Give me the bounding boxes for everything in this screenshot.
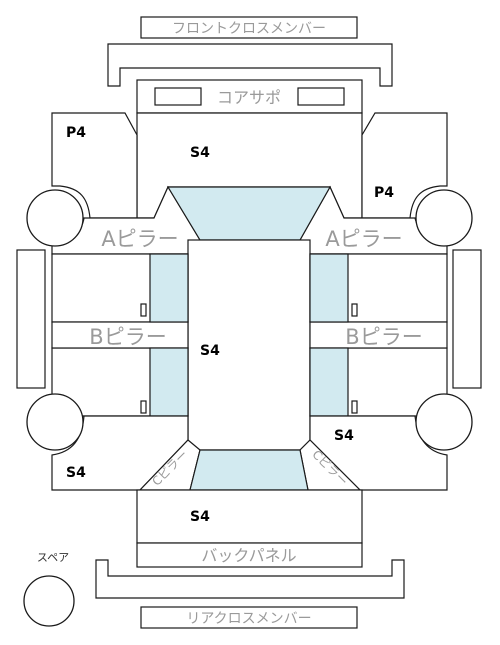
front-left-tire-icon[interactable] <box>26 189 84 247</box>
trunk-code: S4 <box>190 509 210 525</box>
hood-code: S4 <box>190 145 210 161</box>
rear-left-quarter-code: S4 <box>66 465 86 481</box>
front-left-fender-code: P4 <box>66 125 86 141</box>
front-right-fender-code: P4 <box>374 185 394 201</box>
rear-cross-member-box[interactable] <box>140 606 358 629</box>
front-right-tire-icon[interactable] <box>415 189 473 247</box>
rear-cross-member-label: リアクロスメンバー <box>186 611 311 627</box>
front-bumper[interactable] <box>107 43 393 87</box>
rear-left-door-handle-icon <box>140 400 147 414</box>
b-pillar-left[interactable] <box>51 321 189 349</box>
core-support-left-slot <box>154 87 202 106</box>
front-right-door-handle-icon <box>351 303 358 317</box>
left-side-sill[interactable] <box>16 249 46 389</box>
rear-window[interactable] <box>189 449 309 491</box>
trunk-panel[interactable] <box>136 489 363 544</box>
rear-right-tire-icon[interactable] <box>415 393 473 451</box>
front-left-fender[interactable] <box>51 112 138 219</box>
front-right-window[interactable] <box>309 253 349 323</box>
rear-right-door-handle-icon <box>351 400 358 414</box>
rear-left-window[interactable] <box>149 347 189 417</box>
b-pillar-right[interactable] <box>309 321 448 349</box>
spare-label: スペア <box>37 551 69 564</box>
right-side-sill[interactable] <box>452 249 482 389</box>
front-cross-member-label: フロントクロスメンバー <box>172 21 326 37</box>
b-pillar-left-label: Bピラー <box>89 325 166 349</box>
a-pillar-left-label: Aピラー <box>101 227 178 251</box>
roof-panel[interactable] <box>187 239 311 451</box>
back-panel-label: バックパネル <box>201 546 296 565</box>
rear-right-window[interactable] <box>309 347 349 417</box>
b-pillar-right-label: Bピラー <box>345 325 422 349</box>
back-panel-box[interactable] <box>136 542 363 568</box>
core-support-label: コアサポ <box>217 88 281 107</box>
front-cross-member-box[interactable] <box>140 16 358 39</box>
a-pillar-right-label: Aピラー <box>325 227 402 251</box>
spare-tire-icon[interactable] <box>23 575 75 627</box>
core-support-right-slot <box>297 87 345 106</box>
front-left-window[interactable] <box>149 253 189 323</box>
roof-code: S4 <box>200 343 220 359</box>
rear-left-tire-icon[interactable] <box>26 393 84 451</box>
rear-right-quarter-code: S4 <box>334 428 354 444</box>
rear-bumper[interactable] <box>95 559 405 599</box>
front-left-door-handle-icon <box>140 303 147 317</box>
